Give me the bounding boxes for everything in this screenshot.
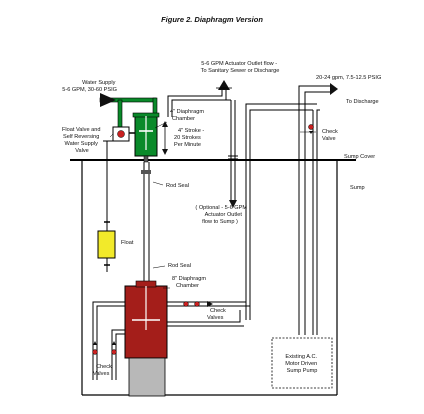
check-valve-icon [194, 301, 200, 307]
check-valve-icon [92, 349, 98, 355]
float-icon [97, 230, 116, 259]
lower-pipes [92, 301, 250, 380]
label-discharge-spec: 20-24 gpm, 7.5-12.5 PSIG [316, 75, 381, 81]
label-diaphragm-4in: 4" Diaphragm Chamber [170, 109, 206, 122]
label-stroke: 4" Stroke - 20 Strokes Per Minute [174, 128, 206, 148]
label-diaphragm-8in: 8" Diaphragm Chamber [172, 276, 208, 289]
check-valve-icon [183, 301, 189, 307]
label-check-valve-right: Check Valve [322, 129, 339, 142]
check-valve-icon [111, 349, 117, 355]
label-sump-cover: Sump Cover [344, 154, 375, 160]
diaphragm-chamber-4in [132, 112, 160, 163]
stroke-arrow-icon [162, 121, 168, 155]
label-actuator-outlet: 5-6 GPM Actuator Outlet flow - To Sanita… [201, 61, 280, 74]
label-rod-seal-upper: Rod Seal [166, 183, 189, 189]
float-assembly [97, 140, 116, 272]
sump-pit [70, 159, 356, 396]
label-water-supply: Water Supply 5-6 GPM, 30-60 PSIG [62, 80, 117, 93]
label-float-valve: Float Valve and Self Reversing Water Sup… [62, 127, 102, 154]
leader-lines [109, 121, 316, 289]
label-float: Float [121, 240, 134, 246]
water-supply-pipe [99, 93, 158, 131]
existing-sump-pump [271, 337, 333, 389]
discharge-pipe [245, 83, 338, 335]
figure-title: Figure 2. Diaphragm Version [161, 15, 263, 24]
label-to-discharge: To Discharge [346, 99, 379, 105]
label-optional-outlet: ( Optional - 5-6 GPM Actuator Outlet flo… [195, 205, 248, 225]
label-check-valves-mid: Check Valves [207, 308, 227, 321]
check-valve-right-icon [308, 124, 314, 130]
diaphragm-chamber-8in [124, 280, 168, 397]
label-rod-seal-lower: Rod Seal [168, 263, 191, 269]
actuator-outlet-pipe [167, 80, 238, 208]
piston-rod [141, 162, 151, 282]
label-sump: Sump [350, 185, 365, 191]
label-check-valves-low: Check Valves [93, 364, 113, 377]
label-existing-pump: Existing A.C. Motor Driven Sump Pump [285, 354, 319, 374]
float-valve [112, 126, 135, 142]
